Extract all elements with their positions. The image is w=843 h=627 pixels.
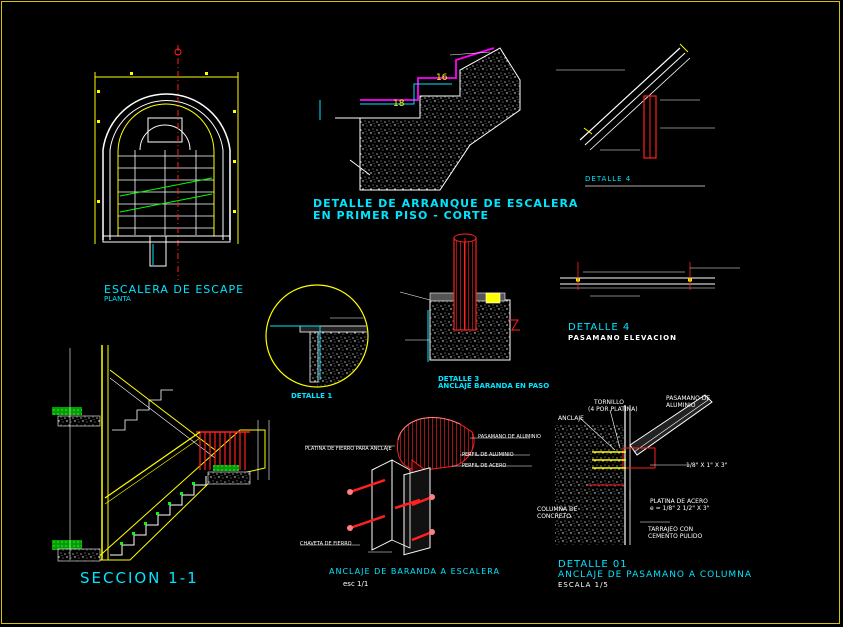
planta-drawing <box>94 45 239 280</box>
platina-fierro-label: PLATINA DE FIERRO PARA ANCLAJE <box>305 446 392 452</box>
arranque-title-1: DETALLE DE ARRANQUE DE ESCALERA <box>313 197 579 210</box>
pasamano-elevacion-label: PASAMANO ELEVACION <box>568 334 677 342</box>
detalle4-elevacion <box>560 262 740 297</box>
detalle4-upper <box>556 43 715 187</box>
por-platina-label: (4 POR PLATINA) <box>588 406 638 413</box>
perfil-aluminio-label: PERFIL DE ALUMINIO <box>462 452 514 458</box>
detalle1-circle <box>265 284 369 388</box>
detalle01-subtitle: ANCLAJE DE PASAMANO A COLUMNA <box>558 570 753 580</box>
detalle3-subtitle: ANCLAJE BARANDA EN PASO <box>438 382 550 390</box>
cemento-label: CEMENTO PULIDO <box>648 533 703 540</box>
anclaje-scale: esc 1/1 <box>343 580 369 588</box>
anclaje-3d-detail <box>300 417 532 556</box>
detalle3-title: DETALLE 3 <box>438 375 480 383</box>
pasamano-aluminio-label: PASAMANO DE ALUMINIO <box>478 434 541 440</box>
seccion-title: SECCION 1-1 <box>80 569 199 587</box>
detalle1-small-title: DETALLE 1 <box>291 392 333 400</box>
platina-acero-label: PLATINA DE ACERO <box>650 498 708 505</box>
tornillo-label: TORNILLO <box>594 399 625 406</box>
chaveta-label: CHAVETA DE FIERRO <box>300 541 352 547</box>
platina-dim-label: e = 1/8" 2 1/2" X 3" <box>650 505 710 512</box>
planta-title: ESCALERA DE ESCAPE <box>104 283 245 296</box>
tubo-dim-label: 1/8" X 1" X 3" <box>686 462 728 469</box>
tarrajeo-label: TARRAJEO CON <box>648 526 694 533</box>
detalle01-drawing <box>555 394 713 545</box>
anclaje-label: ANCLAJE <box>558 415 584 422</box>
perfil-acero-label: PERFIL DE ACERO <box>462 463 507 469</box>
planta-subtitle: PLANTA <box>104 295 131 303</box>
anclaje-title: ANCLAJE DE BARANDA A ESCALERA <box>329 567 500 576</box>
step-number-1: 18 <box>393 99 405 109</box>
detalle4-upper-title: DETALLE 4 <box>585 175 632 183</box>
detalle4-lower-title: DETALLE 4 <box>568 322 631 333</box>
detalle01-scale: ESCALA 1/5 <box>558 581 609 589</box>
detalle01-title: DETALLE 01 <box>558 559 628 570</box>
aluminio-label: ALUMINIO <box>666 402 696 409</box>
pasamano-de-label: PASAMANO DE <box>666 395 711 402</box>
arranque-title-2: EN PRIMER PISO - CORTE <box>313 209 490 222</box>
detalle3-detail <box>399 233 520 362</box>
concreto-label: CONCRETO <box>537 513 571 520</box>
step-number-2: 16 <box>436 73 448 83</box>
arranque-detail: 18 16 <box>319 47 521 191</box>
columna-label: COLUMNA DE <box>537 506 578 513</box>
seccion-drawing <box>52 345 270 562</box>
